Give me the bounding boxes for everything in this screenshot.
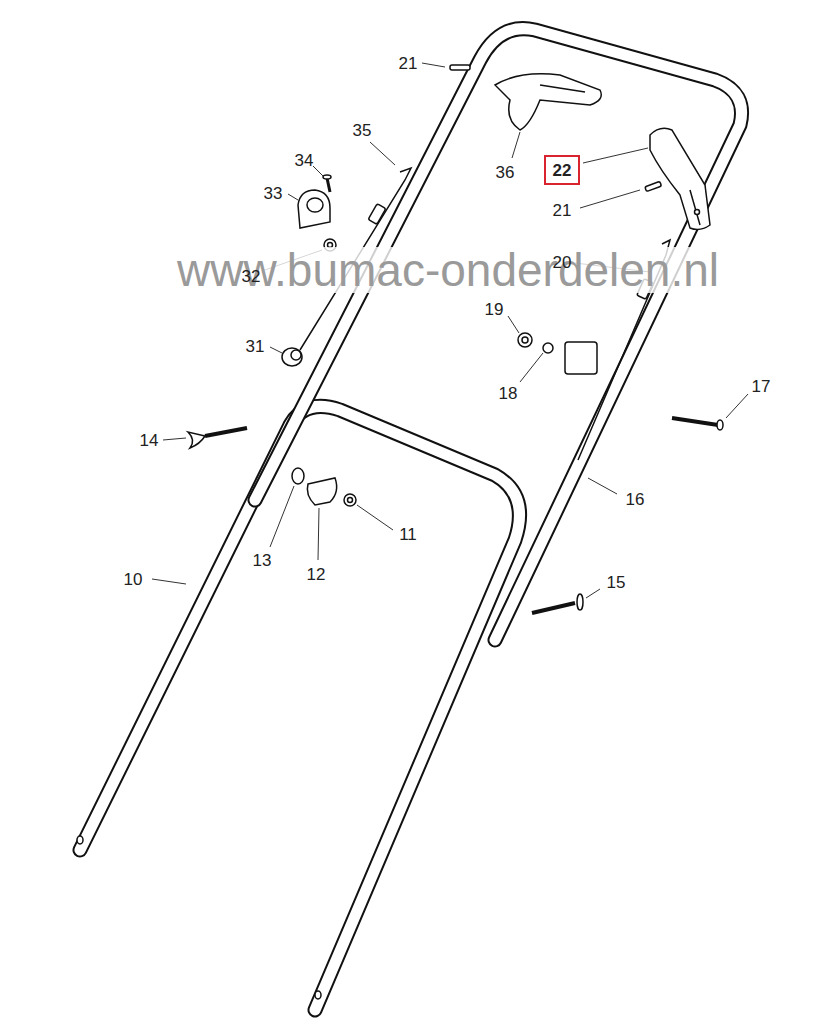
highlight-box: 22: [544, 155, 580, 185]
callout-number: 20: [553, 254, 572, 271]
callout-number: 36: [496, 164, 515, 181]
callout-number: 21: [399, 55, 418, 72]
callout-number: 14: [140, 432, 159, 449]
callout-number: 31: [246, 338, 265, 355]
callout-number: 33: [264, 185, 283, 202]
callout-number: 22: [553, 162, 572, 179]
callout-number: 15: [607, 574, 626, 591]
callout-number: 34: [295, 152, 314, 169]
callout-number: 11: [399, 526, 417, 543]
callout-number: 10: [124, 571, 143, 588]
callout-number: 21: [553, 202, 572, 219]
callout-number: 16: [626, 491, 645, 508]
callout-number: 19: [485, 301, 504, 318]
callout-number: 35: [353, 122, 372, 139]
callout-number: 13: [253, 552, 272, 569]
callout-number: 12: [307, 566, 326, 583]
callout-number: 32: [242, 268, 261, 285]
callout-number: 17: [752, 378, 771, 395]
callout-number: 18: [499, 385, 518, 402]
